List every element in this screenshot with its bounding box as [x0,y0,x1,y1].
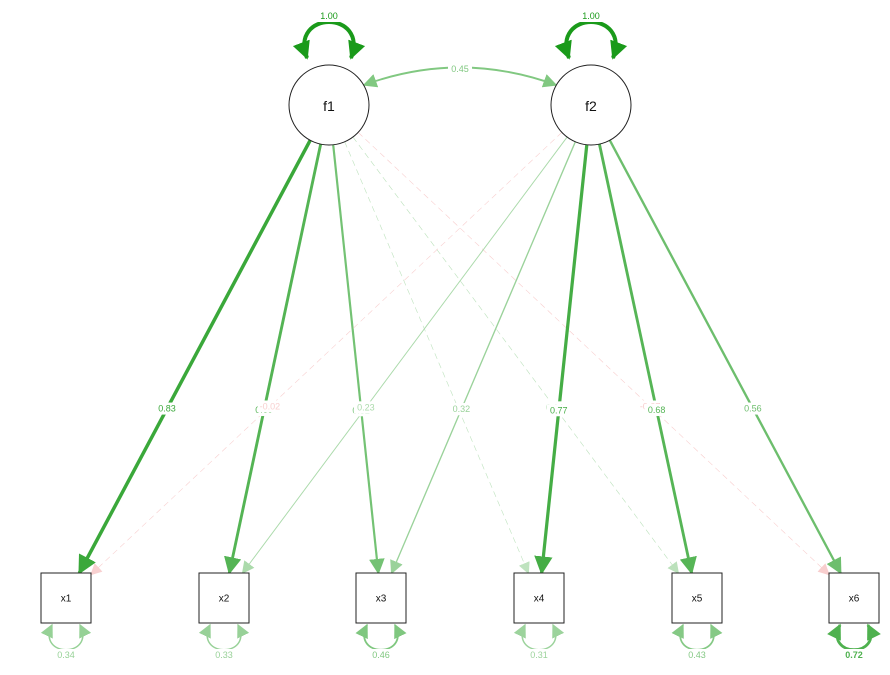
residual-value-x2: 0.33 [215,650,233,660]
loading-value-f2-x4: 0.77 [550,405,568,415]
loading-value-f2-x3: 0.32 [453,404,471,414]
loading-f1-x2 [224,143,323,575]
latent-node-f1 [288,64,370,146]
residual-value-x6: 0.72 [845,650,863,660]
loading-value-f1-x1: 0.83 [158,404,176,414]
nodes-layer: f1 f2 x1 x2 x3 x4 x5 x6 [40,64,880,624]
residual-value-x3: 0.46 [372,650,390,660]
loading-f2-x4 [534,144,589,575]
residual-loop-x2 [198,623,250,651]
residual-label-bg [685,649,709,660]
loading-f2-x6 [608,139,842,575]
residual-label-bg [212,649,236,660]
latent-label-f1: f1 [323,98,335,114]
observed-label-x4: x4 [534,594,545,605]
loading-label-bg [257,400,282,413]
loading-value-f2-x2: 0.23 [357,402,375,412]
residual-label-bg [54,649,78,660]
variance-value-f1: 1.00 [320,11,338,21]
loading-label-bg [353,401,378,414]
loading-f1-x4 [344,141,530,575]
loading-f2-x1 [90,132,563,576]
residual-loop-x4 [513,623,565,651]
residual-loop-x3 [355,623,407,651]
loading-f1-x3 [332,144,385,575]
loading-label-bg [449,403,474,416]
loading-value-f2-x1: -0.02 [260,402,281,412]
loading-f2-x2 [241,136,568,575]
observed-node-x3 [355,572,407,624]
residual-label-bg [842,649,866,660]
loading-f2-x5 [598,143,697,575]
residual-value-x1: 0.34 [57,650,75,660]
residual-value-x5: 0.43 [688,650,706,660]
variance-value-f2: 1.00 [582,11,600,21]
loading-label-bg [155,402,180,415]
variance-loop-f1 [292,20,366,60]
covariance-label-bg [448,63,472,75]
labels-layer: 0.830.690.520.120.14-0.07-0.020.230.320.… [54,10,866,660]
edges-layer [40,20,881,652]
residual-loop-x5 [671,623,723,651]
loading-f1-x6 [357,132,830,576]
residual-value-x4: 0.31 [530,650,548,660]
variance-label-bg [579,10,603,22]
loading-label-bg [740,402,765,415]
observed-label-x6: x6 [849,594,860,605]
loading-label-bg [546,404,571,417]
residual-loop-x1 [40,623,92,651]
loading-f1-x5 [352,136,680,574]
observed-label-x2: x2 [219,594,230,605]
observed-node-x4 [513,572,565,624]
observed-node-x5 [671,572,723,624]
loading-f2-x3 [390,141,576,575]
variance-label-bg [317,10,341,22]
observed-label-x1: x1 [61,594,72,605]
loading-label-bg [644,404,669,417]
residual-label-bg [369,649,393,660]
residual-label-bg [527,649,551,660]
variance-loop-f2 [554,20,628,60]
latent-node-f2 [550,64,632,146]
observed-node-x2 [198,572,250,624]
loading-value-f2-x6: 0.56 [744,404,762,414]
observed-label-x3: x3 [376,594,387,605]
loading-value-f2-x5: 0.68 [648,405,666,415]
residual-loop-x6 [827,623,881,652]
covariance-value-f1-f2: 0.45 [451,64,469,74]
observed-node-x1 [40,572,92,624]
latent-label-f2: f2 [585,98,597,114]
observed-node-x6 [828,572,880,624]
loading-f1-x1 [77,139,312,575]
observed-label-x5: x5 [692,594,703,605]
